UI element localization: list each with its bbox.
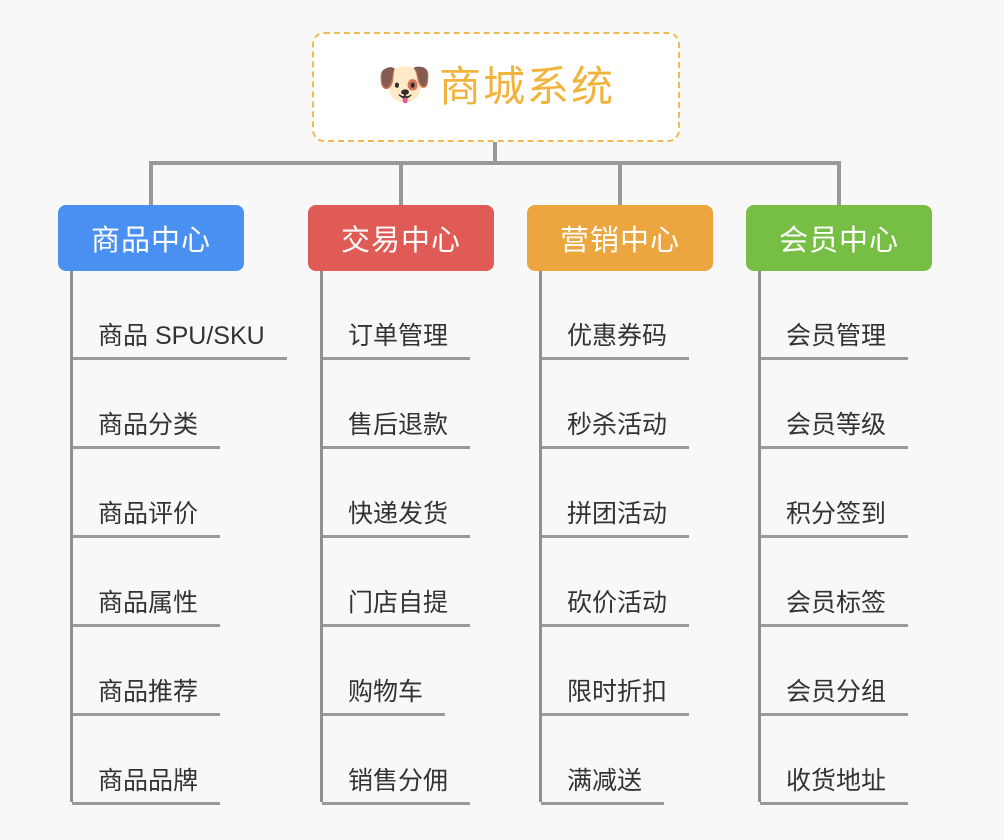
category-header-trade-center[interactable]: 交易中心 bbox=[308, 205, 494, 271]
leaf-item[interactable]: 收货地址 bbox=[760, 716, 932, 805]
leaf-list-trade-center: 订单管理售后退款快递发货门店自提购物车销售分佣 bbox=[308, 271, 494, 805]
leaf-item-label: 商品品牌 bbox=[98, 767, 199, 795]
leaf-list-product-center: 商品 SPU/SKU 商品分类商品评价商品属性商品推荐商品品牌 bbox=[58, 271, 287, 805]
category-header-label: 营销中心 bbox=[559, 225, 680, 257]
leaf-item-label: 收货地址 bbox=[786, 767, 887, 795]
leaf-item-underline: 积分签到 bbox=[760, 497, 909, 538]
leaf-item-underline: 售后退款 bbox=[322, 408, 471, 449]
leaf-item[interactable]: 限时折扣 bbox=[541, 627, 713, 716]
leaf-item-label: 售后退款 bbox=[348, 411, 449, 439]
leaf-item-label: 会员分组 bbox=[786, 678, 887, 706]
leaf-item-label: 商品评价 bbox=[98, 500, 199, 528]
connector-drop-member-center bbox=[837, 161, 841, 207]
root-node-mall-system[interactable]: 🐶 商城系统 bbox=[312, 32, 680, 142]
connector-horizontal-bus bbox=[149, 161, 841, 165]
leaf-item[interactable]: 商品分类 bbox=[72, 360, 244, 449]
category-header-label: 商品中心 bbox=[90, 225, 211, 257]
leaf-item-underline: 商品 SPU/SKU bbox=[72, 319, 287, 360]
leaf-item[interactable]: 销售分佣 bbox=[322, 716, 494, 805]
category-header-label: 交易中心 bbox=[340, 225, 461, 257]
leaf-item-underline: 商品分类 bbox=[72, 408, 221, 449]
leaf-item-label: 商品属性 bbox=[98, 589, 199, 617]
leaf-item[interactable]: 会员分组 bbox=[760, 627, 932, 716]
leaf-item-label: 会员管理 bbox=[786, 322, 887, 350]
leaf-item-label: 销售分佣 bbox=[348, 767, 449, 795]
leaf-item[interactable]: 快递发货 bbox=[322, 449, 494, 538]
leaf-item-label: 商品分类 bbox=[98, 411, 199, 439]
leaf-list-marketing-center: 优惠券码秒杀活动拼团活动砍价活动限时折扣满减送 bbox=[527, 271, 713, 805]
connector-drop-product-center bbox=[149, 161, 153, 207]
category-header-product-center[interactable]: 商品中心 bbox=[58, 205, 244, 271]
leaf-item[interactable]: 会员管理 bbox=[760, 271, 932, 360]
leaf-item-label: 拼团活动 bbox=[567, 500, 668, 528]
leaf-item[interactable]: 商品品牌 bbox=[72, 716, 244, 805]
leaf-list-member-center: 会员管理会员等级积分签到会员标签会员分组收货地址 bbox=[746, 271, 932, 805]
leaf-item[interactable]: 砍价活动 bbox=[541, 538, 713, 627]
leaf-item-label: 会员标签 bbox=[786, 589, 887, 617]
leaf-item-label: 优惠券码 bbox=[567, 322, 668, 350]
leaf-item[interactable]: 秒杀活动 bbox=[541, 360, 713, 449]
leaf-item-underline: 收货地址 bbox=[760, 764, 909, 805]
connector-root-stem bbox=[493, 142, 497, 164]
leaf-item-label: 积分签到 bbox=[786, 500, 887, 528]
leaf-item[interactable]: 拼团活动 bbox=[541, 449, 713, 538]
leaf-item[interactable]: 订单管理 bbox=[322, 271, 494, 360]
leaf-item-underline: 订单管理 bbox=[322, 319, 471, 360]
dog-face-icon: 🐶 bbox=[376, 60, 432, 109]
leaf-item-label: 会员等级 bbox=[786, 411, 887, 439]
leaf-item-label: 限时折扣 bbox=[567, 678, 668, 706]
leaf-item-underline: 商品推荐 bbox=[72, 675, 221, 716]
leaf-item[interactable]: 商品 SPU/SKU bbox=[72, 271, 287, 360]
column-product-center: 商品中心商品 SPU/SKU 商品分类商品评价商品属性商品推荐商品品牌 bbox=[58, 205, 287, 805]
leaf-item-underline: 满减送 bbox=[541, 764, 665, 805]
leaf-item-underline: 秒杀活动 bbox=[541, 408, 690, 449]
leaf-item-underline: 优惠券码 bbox=[541, 319, 690, 360]
leaf-item-label: 购物车 bbox=[348, 678, 424, 706]
leaf-item[interactable]: 满减送 bbox=[541, 716, 713, 805]
leaf-item[interactable]: 门店自提 bbox=[322, 538, 494, 627]
leaf-item[interactable]: 商品推荐 bbox=[72, 627, 244, 716]
leaf-item[interactable]: 会员等级 bbox=[760, 360, 932, 449]
leaf-item-underline: 砍价活动 bbox=[541, 586, 690, 627]
leaf-item-label: 满减送 bbox=[567, 767, 643, 795]
leaf-item-label: 订单管理 bbox=[348, 322, 449, 350]
category-header-member-center[interactable]: 会员中心 bbox=[746, 205, 932, 271]
leaf-item[interactable]: 积分签到 bbox=[760, 449, 932, 538]
leaf-item-label: 快递发货 bbox=[348, 500, 449, 528]
leaf-item-underline: 拼团活动 bbox=[541, 497, 690, 538]
connector-drop-trade-center bbox=[399, 161, 403, 207]
leaf-item-label: 商品 SPU/SKU bbox=[98, 322, 265, 350]
leaf-item-underline: 会员分组 bbox=[760, 675, 909, 716]
leaf-item-underline: 限时折扣 bbox=[541, 675, 690, 716]
category-header-marketing-center[interactable]: 营销中心 bbox=[527, 205, 713, 271]
leaf-item-underline: 会员等级 bbox=[760, 408, 909, 449]
leaf-item-underline: 会员标签 bbox=[760, 586, 909, 627]
leaf-item[interactable]: 商品评价 bbox=[72, 449, 244, 538]
leaf-item[interactable]: 优惠券码 bbox=[541, 271, 713, 360]
leaf-item-underline: 会员管理 bbox=[760, 319, 909, 360]
leaf-item[interactable]: 会员标签 bbox=[760, 538, 932, 627]
leaf-item-label: 商品推荐 bbox=[98, 678, 199, 706]
leaf-item[interactable]: 购物车 bbox=[322, 627, 494, 716]
leaf-item-label: 砍价活动 bbox=[567, 589, 668, 617]
leaf-item-underline: 商品品牌 bbox=[72, 764, 221, 805]
connector-drop-marketing-center bbox=[618, 161, 622, 207]
column-member-center: 会员中心会员管理会员等级积分签到会员标签会员分组收货地址 bbox=[746, 205, 932, 805]
leaf-item[interactable]: 售后退款 bbox=[322, 360, 494, 449]
leaf-item-underline: 快递发货 bbox=[322, 497, 471, 538]
leaf-item-underline: 销售分佣 bbox=[322, 764, 471, 805]
leaf-item[interactable]: 商品属性 bbox=[72, 538, 244, 627]
column-marketing-center: 营销中心优惠券码秒杀活动拼团活动砍价活动限时折扣满减送 bbox=[527, 205, 713, 805]
leaf-item-underline: 门店自提 bbox=[322, 586, 471, 627]
leaf-item-underline: 商品评价 bbox=[72, 497, 221, 538]
leaf-item-underline: 商品属性 bbox=[72, 586, 221, 627]
leaf-item-label: 秒杀活动 bbox=[567, 411, 668, 439]
column-trade-center: 交易中心订单管理售后退款快递发货门店自提购物车销售分佣 bbox=[308, 205, 494, 805]
leaf-item-label: 门店自提 bbox=[348, 589, 449, 617]
leaf-item-underline: 购物车 bbox=[322, 675, 446, 716]
category-header-label: 会员中心 bbox=[778, 225, 899, 257]
root-node-title: 商城系统 bbox=[438, 63, 615, 110]
